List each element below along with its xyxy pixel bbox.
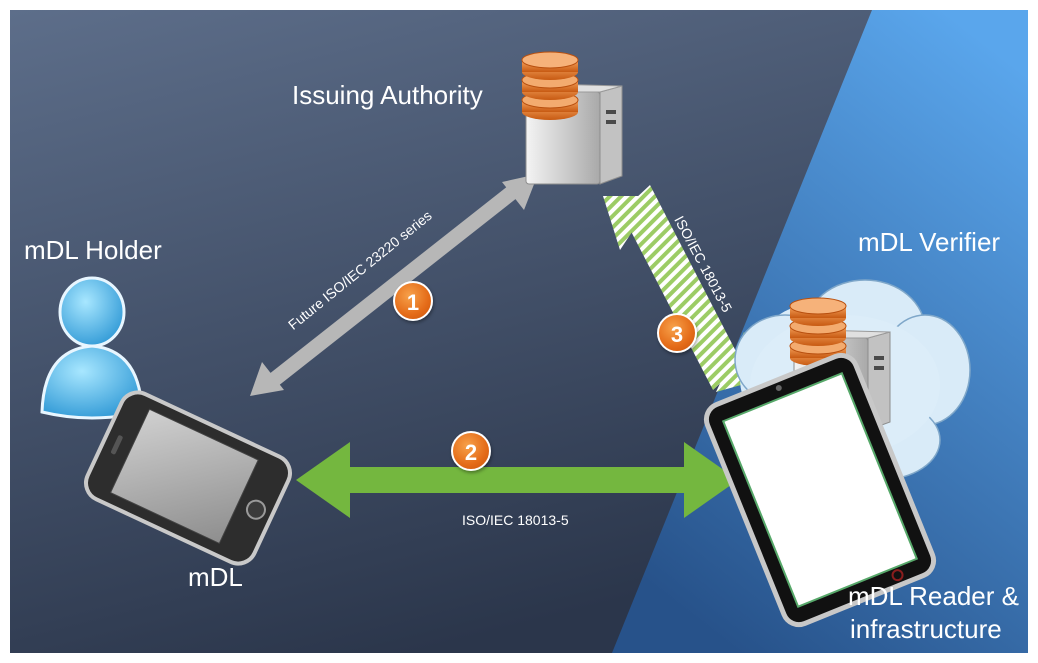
mdl-reader-label-line1: mDL Reader &: [848, 581, 1019, 611]
arrow-link-2: [296, 442, 738, 518]
mdl-label: mDL: [188, 562, 243, 592]
issuing-authority-label: Issuing Authority: [292, 80, 483, 110]
mdl-holder-label: mDL Holder: [24, 235, 162, 265]
person-icon: [40, 276, 144, 420]
step-badge-3: 3: [657, 313, 697, 353]
tablet-icon: [703, 352, 937, 628]
phone-icon: [84, 390, 292, 566]
step-badge-1: 1: [393, 281, 433, 321]
mdl-reader-label-line2: infrastructure: [850, 614, 1002, 644]
protocol-label-link-2: ISO/IEC 18013-5: [462, 512, 569, 528]
mdl-verifier-label: mDL Verifier: [858, 227, 1001, 257]
step-badge-2: 2: [451, 431, 491, 471]
